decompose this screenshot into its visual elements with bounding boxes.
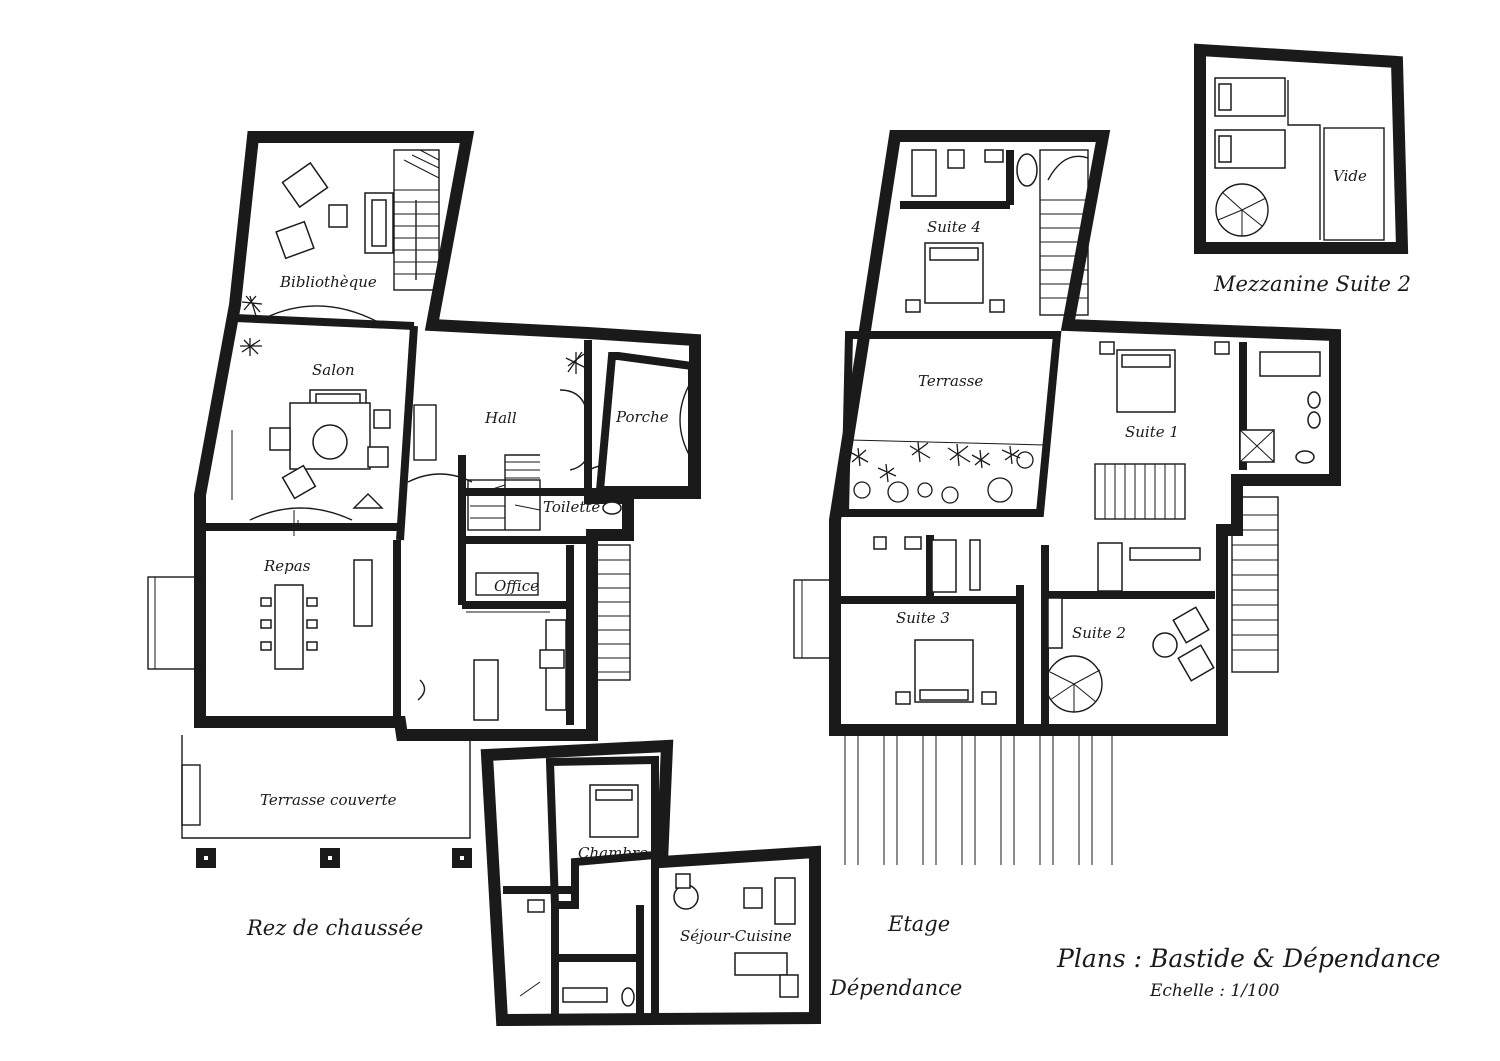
annex-plan [480,739,821,1027]
terrace-plants [849,441,1034,504]
upper-stairs-left [1039,149,1089,316]
sheet-title: Plans : Bastide & Dépendance [1056,944,1441,973]
label-terrasse: Terrasse [918,372,983,390]
label-salon: Salon [312,361,355,379]
upper-floor-plan [793,130,1341,865]
mezzanine-plan [1194,43,1409,254]
label-office: Office [494,577,539,595]
caption-rez-de-chaussee: Rez de chaussée [246,916,423,940]
label-chambre: Chambre [578,844,648,862]
label-porche: Porche [615,408,669,426]
dining-furniture [260,559,373,670]
plan-captions: Rez de chaussée Etage Dépendance Plans :… [246,912,1441,1001]
label-terrasse-couverte: Terrasse couverte [260,791,397,809]
library-stairs [393,149,440,291]
library-furniture [275,161,394,260]
caption-etage: Etage [887,912,950,936]
upper-pergola [844,733,1113,865]
label-suite-2: Suite 2 [1072,624,1126,642]
label-repas: Repas [263,557,311,575]
ground-side-stairs [589,544,631,681]
label-bibliotheque: Bibliothèque [279,273,377,291]
label-vide: Vide [1333,167,1367,185]
caption-mezzanine-suite-2: Mezzanine Suite 2 [1213,272,1411,296]
label-suite-3: Suite 3 [896,609,950,627]
ground-floor-plan [147,131,701,868]
sheet-scale: Echelle : 1/100 [1149,981,1280,1001]
upper-stairs-center [1094,463,1186,520]
mezzanine-exterior-walls [1194,43,1409,254]
ground-floor-plants [240,295,587,374]
label-suite-4: Suite 4 [927,218,981,236]
annex-exterior-walls [480,739,821,1027]
label-toilette: Toilette [543,498,600,516]
salon-furniture [269,389,391,509]
hall-stairs [467,454,541,531]
covered-terrace [181,735,472,868]
room-labels: Bibliothèque Salon Hall Porche Toilette … [260,167,1411,945]
upper-stairs-exterior [1231,496,1279,673]
caption-dependance: Dépendance [829,976,962,1000]
label-suite-1: Suite 1 [1125,423,1179,441]
label-sejour-cuisine: Séjour-Cuisine [680,927,792,945]
label-hall: Hall [484,409,517,427]
